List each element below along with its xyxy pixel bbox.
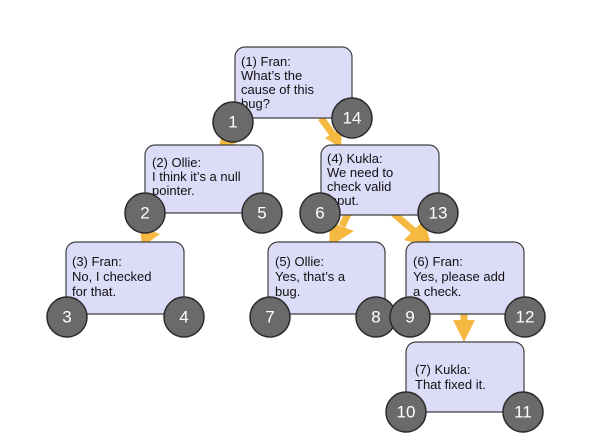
svg-text:1: 1 (228, 113, 237, 132)
svg-text:12: 12 (516, 308, 535, 327)
badge-11: 11 (502, 391, 544, 433)
badge-13: 13 (417, 192, 459, 234)
svg-text:14: 14 (343, 109, 362, 128)
badge-5: 5 (241, 192, 283, 234)
badge-7: 7 (249, 296, 291, 338)
badge-2: 2 (124, 192, 166, 234)
node-3-text: (3) Fran: No, I checked for that. (72, 254, 155, 299)
svg-text:5: 5 (257, 204, 266, 223)
badge-4: 4 (163, 296, 205, 338)
node-5-text: (5) Ollie: Yes, that’s a bug. (275, 254, 349, 299)
node-5: (5) Ollie: Yes, that’s a bug. (267, 241, 386, 315)
svg-text:10: 10 (397, 403, 416, 422)
badge-9: 9 (389, 296, 431, 338)
node-7-text: (7) Kukla: That fixed it. (415, 362, 486, 392)
node-4: (4) Kukla: We need to check valid input. (320, 144, 440, 216)
badge-12: 12 (504, 296, 546, 338)
node-1-text: (1) Fran: What’s the cause of this bug? (241, 54, 318, 111)
badge-1: 1 (212, 101, 254, 143)
badges: 1 14 2 5 3 4 6 13 7 8 9 12 10 11 (46, 97, 546, 433)
svg-text:3: 3 (62, 308, 71, 327)
node-7: (7) Kukla: That fixed it. (405, 341, 525, 413)
badge-10: 10 (385, 391, 427, 433)
node-6: (6) Fran: Yes, please add a check. (405, 241, 525, 315)
badge-3: 3 (46, 296, 88, 338)
svg-text:2: 2 (140, 204, 149, 223)
svg-text:9: 9 (405, 308, 414, 327)
badge-14: 14 (331, 97, 373, 139)
svg-text:8: 8 (371, 308, 380, 327)
svg-text:4: 4 (179, 308, 188, 327)
node-3: (3) Fran: No, I checked for that. (65, 241, 185, 315)
node-1: (1) Fran: What’s the cause of this bug? (234, 46, 353, 119)
node-6-text: (6) Fran: Yes, please add a check. (413, 254, 509, 299)
node-2-text: (2) Ollie: I think it’s a null pointer. (152, 155, 244, 198)
svg-text:6: 6 (315, 204, 324, 223)
badge-6: 6 (299, 192, 341, 234)
svg-text:13: 13 (429, 204, 448, 223)
svg-text:11: 11 (514, 403, 532, 422)
svg-text:7: 7 (265, 308, 274, 327)
node-2: (2) Ollie: I think it’s a null pointer. (144, 144, 264, 214)
